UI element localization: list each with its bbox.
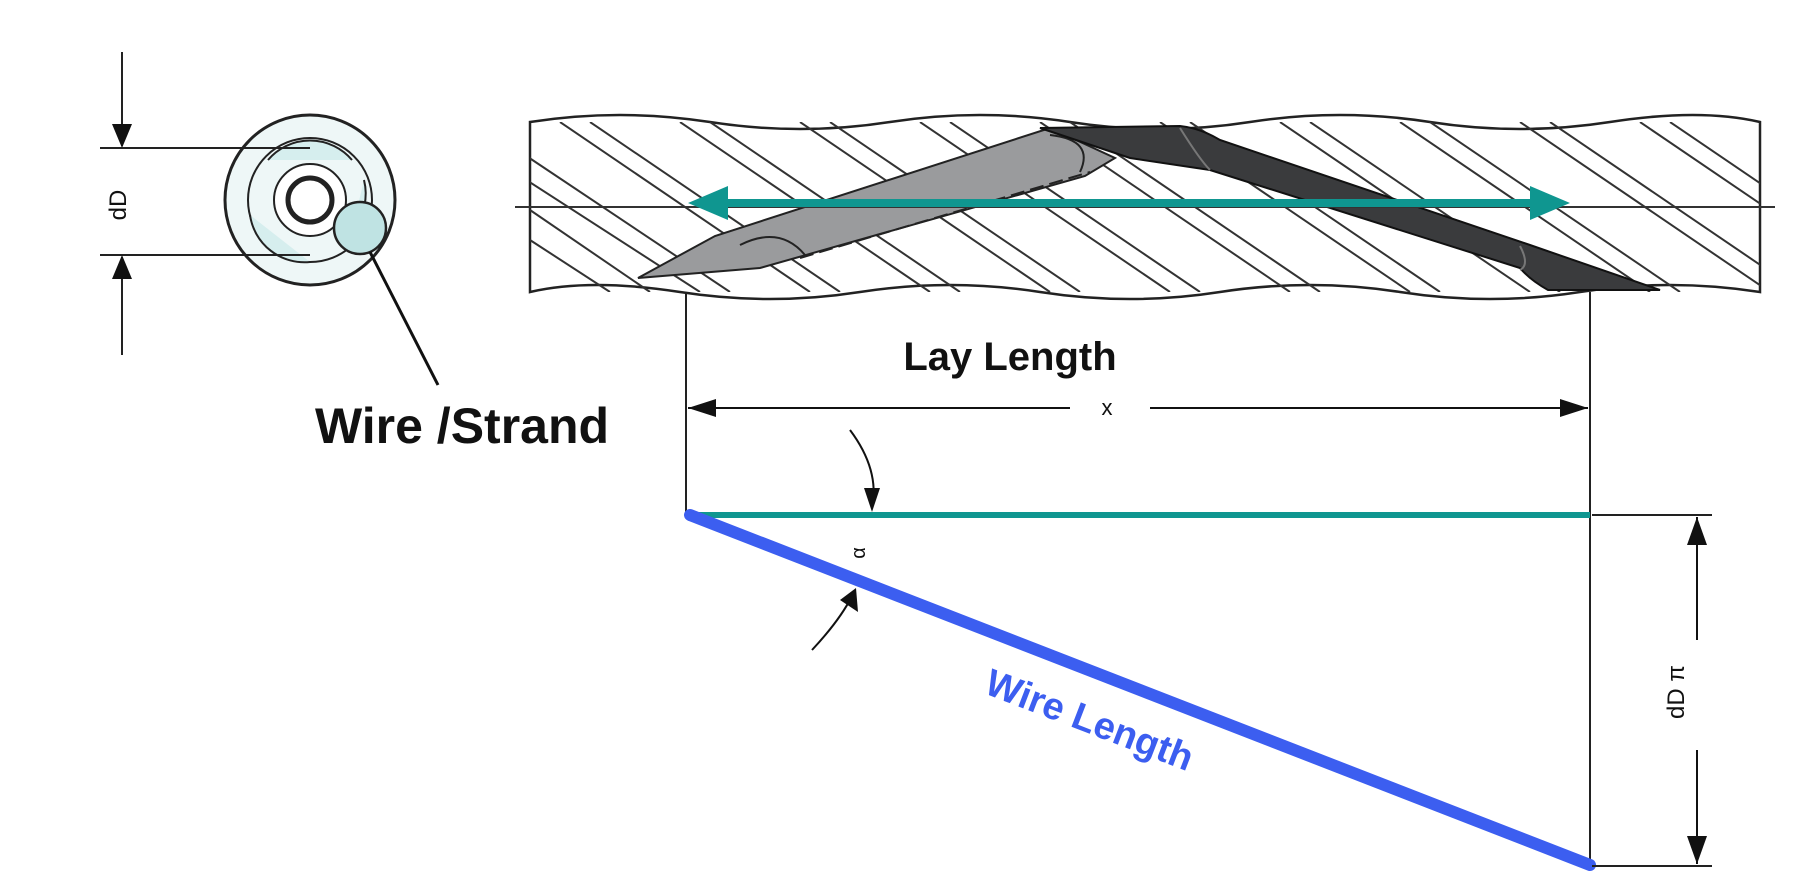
strand-leader-line [368, 251, 440, 386]
rope-side-view [515, 113, 1775, 301]
highlighted-strand [332, 200, 388, 256]
lay-length-dimension: x [685, 292, 1591, 865]
rope-cross-section: dD [100, 52, 440, 386]
dd-label: dD [105, 190, 132, 221]
lay-arrow-right-head [1530, 186, 1570, 220]
lay-length-label: Lay Length [903, 335, 1116, 379]
lay-arrow-left-head [688, 186, 728, 220]
wire-length-line [684, 509, 1596, 871]
x-label: x [1102, 395, 1113, 420]
alpha-label: α [848, 547, 870, 559]
wire-length-label: Wire Length [979, 662, 1199, 780]
wire-strand-label: Wire /Strand [315, 398, 609, 454]
unrolled-triangle: α dD π [684, 429, 1712, 871]
dd-pi-label: dD π [1663, 665, 1690, 719]
